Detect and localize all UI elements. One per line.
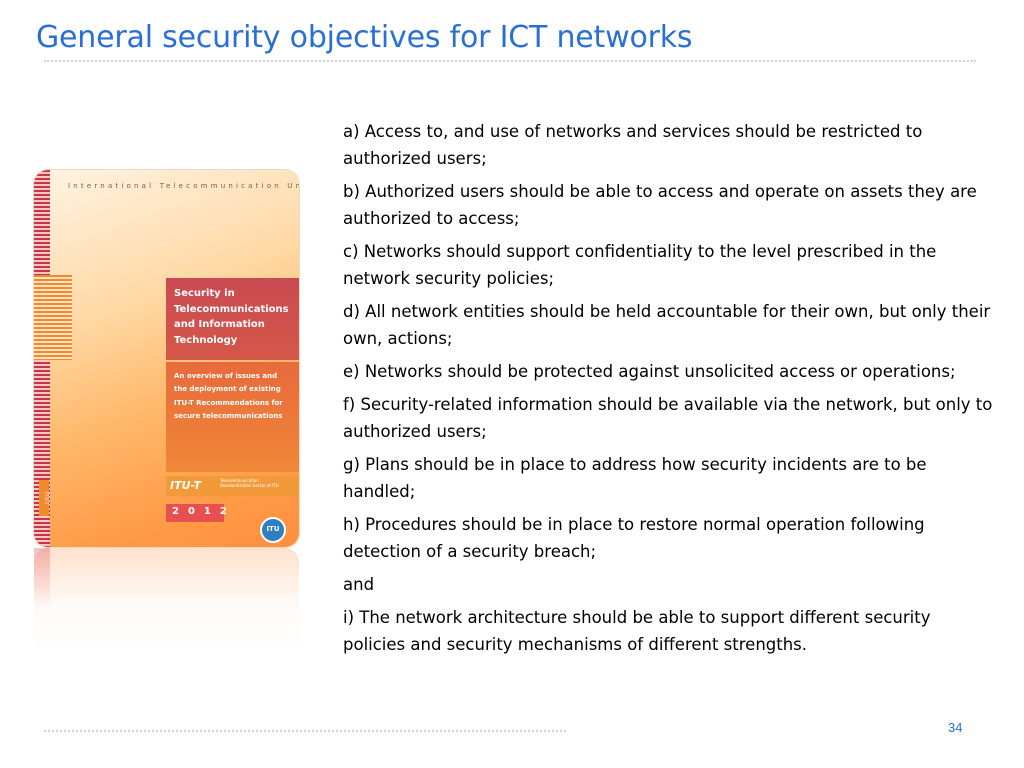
cover-subtitle: An overview of issues and the deployment… [174,372,283,420]
cover-title: Security in Telecommunications and Infor… [174,288,289,346]
cover-subtitle-box: An overview of issues and the deployment… [166,362,299,472]
page-number: 34 [948,720,963,735]
reflection-spine [34,548,50,608]
book-cover-image: ITU-T International Telecommunication Un… [34,170,299,547]
objective-item: e) Networks should be protected against … [343,362,956,381]
cover-series-band [166,476,299,496]
objective-item: f) Security-related information should b… [343,395,993,441]
title-divider [44,60,976,62]
cover-title-box: Security in Telecommunications and Infor… [166,278,299,360]
objective-item: d) All network entities should be held a… [343,302,991,348]
objectives-list: a) Access to, and use of networks and se… [343,118,993,664]
cover-year: 2012 [172,506,236,517]
objective-item: i) The network architecture should be ab… [343,608,931,654]
objective-item: c) Networks should support confidentiali… [343,242,937,288]
cover-series: ITU-T [170,479,201,492]
cover-spine-tag: ITU-T [39,480,49,516]
book-cover-reflection [34,548,299,653]
itu-logo-icon: ITU [260,517,286,543]
slide-title: General security objectives for ICT netw… [36,20,693,55]
cover-year-band [166,504,224,522]
cover-sector: Telecommunication Standardization Sector… [220,478,279,488]
footer-divider [44,730,566,732]
objective-item: g) Plans should be in place to address h… [343,455,927,501]
objective-connector: and [343,575,375,594]
objective-item: b) Authorized users should be able to ac… [343,182,977,228]
cover-organization: International Telecommunication Union [68,182,299,190]
itu-logo-text: ITU [266,525,280,533]
cover-spine-accent [34,275,72,360]
objective-item: a) Access to, and use of networks and se… [343,122,923,168]
objective-item: h) Procedures should be in place to rest… [343,515,925,561]
